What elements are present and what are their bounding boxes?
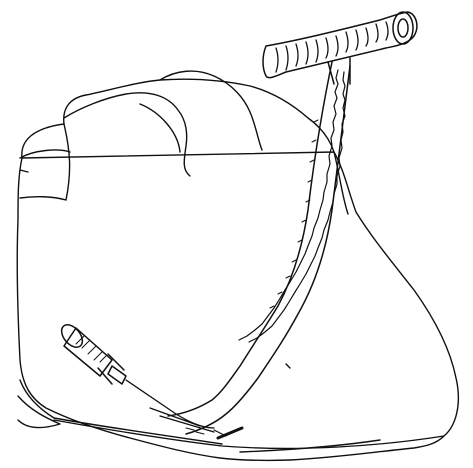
graft-tube [168,62,350,434]
base-surface [54,420,444,448]
tick-left [20,170,28,172]
syringe-plunger-cap [58,321,87,351]
corrugated-graft [263,12,417,84]
right-atrium-lobe [20,124,70,200]
base-line [54,420,444,448]
anastomosis-lines [150,408,214,432]
vessel-texture [270,120,318,308]
apex-curve [20,380,380,452]
tick-mid [286,364,290,368]
graft-outer-left [168,62,332,416]
syringe-graduations [76,336,106,362]
aortic-crease [64,93,190,176]
syringe-barrel [64,328,112,376]
corrugated-end-opening [393,12,413,44]
great-vessel-lobe [160,71,262,150]
syringe [58,321,176,414]
suture-clip [218,428,242,438]
graft-lumen-right [249,72,345,342]
corrugated-end-inner [398,19,408,37]
suture-clip-tail [214,430,226,436]
graft-outer-right [186,66,350,434]
